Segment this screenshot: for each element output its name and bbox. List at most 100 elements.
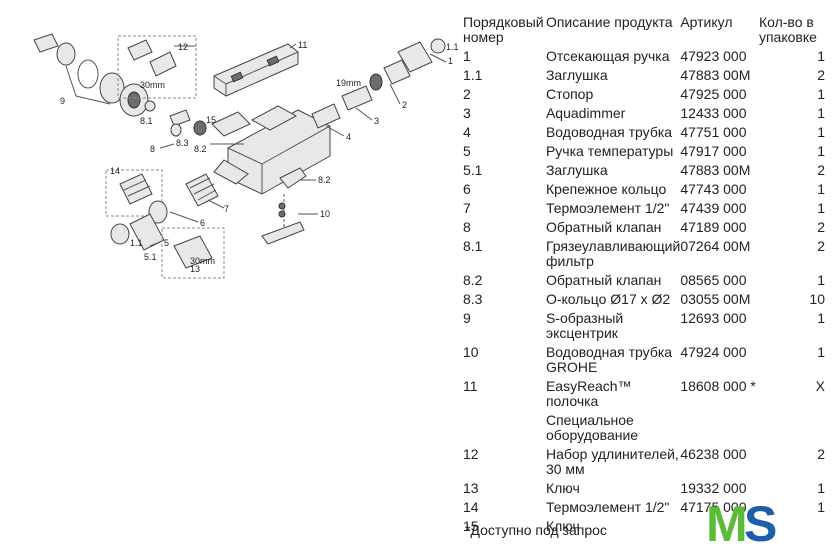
cell-qty: 1 <box>817 181 825 197</box>
cell-article: 47751 000 <box>680 124 747 140</box>
table-header-row: Порядковый номер Описание продукта Артик… <box>463 14 835 48</box>
label-1-1: 1.1 <box>446 42 459 52</box>
cell-article <box>680 412 759 446</box>
table-row: Специальное оборудование <box>463 412 835 446</box>
cell-qty: 1 <box>817 272 825 288</box>
cell-qty: 1 <box>817 310 825 326</box>
label-10: 10 <box>320 209 330 219</box>
cell-num: 5 <box>463 143 471 159</box>
key-wrench <box>161 227 225 279</box>
table-row: 5 Ручка температуры 47917 000 1 <box>463 143 835 162</box>
label-13: 13 <box>190 264 200 274</box>
header-desc: Описание продукта <box>545 14 673 30</box>
cell-qty: 1 <box>817 480 825 496</box>
cell-qty: 2 <box>817 238 825 254</box>
cell-num: 8.3 <box>463 291 483 307</box>
label-1-1b: 1.1 <box>130 238 143 248</box>
cell-num: 6 <box>463 181 471 197</box>
cell-qty: 1 <box>817 200 825 216</box>
label-6: 6 <box>200 218 205 228</box>
cell-desc: Ключ <box>545 480 580 496</box>
cell-article: 07264 00M <box>680 238 751 254</box>
logo-letter-m: M <box>706 497 748 547</box>
cell-num <box>463 412 546 446</box>
header-num: Порядковый номер <box>463 14 544 45</box>
extension-set <box>117 35 197 99</box>
label-11: 11 <box>298 40 307 50</box>
cell-desc: Специальное оборудование <box>545 412 639 443</box>
cell-desc: Ручка температуры <box>545 143 674 159</box>
label-30mm-top: 30mm <box>140 80 165 90</box>
cell-num: 8.2 <box>463 272 483 288</box>
handle-group <box>110 200 168 251</box>
cell-qty: 2 <box>817 67 825 83</box>
cell-desc: EasyReach™ полочка <box>545 378 632 409</box>
cell-qty: 2 <box>817 162 825 178</box>
right-parts <box>311 38 446 129</box>
cell-desc: Ключ <box>545 518 580 534</box>
cell-num: 5.1 <box>463 162 483 178</box>
spout-part <box>261 167 307 245</box>
table-row: 13 Ключ 19332 000 1 <box>463 480 835 499</box>
cell-article: 03055 00M <box>680 291 751 307</box>
cell-num: 3 <box>463 105 471 121</box>
cell-num: 14 <box>463 499 479 515</box>
cell-article: 46238 000 <box>680 446 747 462</box>
cell-qty: 2 <box>817 446 825 462</box>
cell-qty: X <box>815 378 825 394</box>
cell-qty: 1 <box>817 86 825 102</box>
cell-article: 47883 00M <box>680 162 751 178</box>
label-4: 4 <box>346 132 351 142</box>
cell-desc: Водоводная трубка <box>545 124 673 140</box>
footnote: *Доступно под запрос <box>465 522 607 538</box>
header-article: Артикул <box>680 14 733 30</box>
label-8-1: 8.1 <box>140 116 153 126</box>
mixer-body <box>213 105 331 195</box>
cell-desc: Отсекающая ручка <box>545 48 670 64</box>
label-9: 9 <box>60 96 65 106</box>
thermo-element-14 <box>105 169 163 217</box>
check-valve-group <box>144 100 207 137</box>
label-2: 2 <box>402 100 407 110</box>
cell-qty: 1 <box>817 499 825 515</box>
cell-num: 7 <box>463 200 471 216</box>
cell-qty: 1 <box>817 143 825 159</box>
label-15: 15 <box>206 115 216 125</box>
logo-letter-s: S <box>744 497 777 547</box>
cell-article: 19332 000 <box>680 480 747 496</box>
cell-desc: Aquadimmer <box>545 105 626 121</box>
cell-desc: S-образный эксцентрик <box>545 310 624 341</box>
label-14: 14 <box>110 166 120 176</box>
cell-desc: Обратный клапан <box>545 219 662 235</box>
shelf-part <box>213 43 299 97</box>
cell-num: 9 <box>463 310 471 326</box>
table-row: 5.1 Заглушка 47883 00M 2 <box>463 162 835 181</box>
cell-article: 47917 000 <box>680 143 747 159</box>
cell-article: 47743 000 <box>680 181 747 197</box>
label-3: 3 <box>374 116 379 126</box>
cell-num: 2 <box>463 86 471 102</box>
cell-qty: 10 <box>809 291 825 307</box>
label-8: 8 <box>150 144 155 154</box>
cell-desc: Набор удлинителей, 30 мм <box>545 446 679 477</box>
cell-desc: Заглушка <box>545 67 608 83</box>
eccentric-set <box>33 33 149 117</box>
cell-qty: 1 <box>817 48 825 64</box>
label-12: 12 <box>178 42 188 52</box>
cell-article: 18608 000 * <box>680 378 756 394</box>
cell-desc: Заглушка <box>545 162 608 178</box>
cell-article: 47189 000 <box>680 219 747 235</box>
cell-num: 13 <box>463 480 479 496</box>
cell-desc: Стопор <box>545 86 594 102</box>
